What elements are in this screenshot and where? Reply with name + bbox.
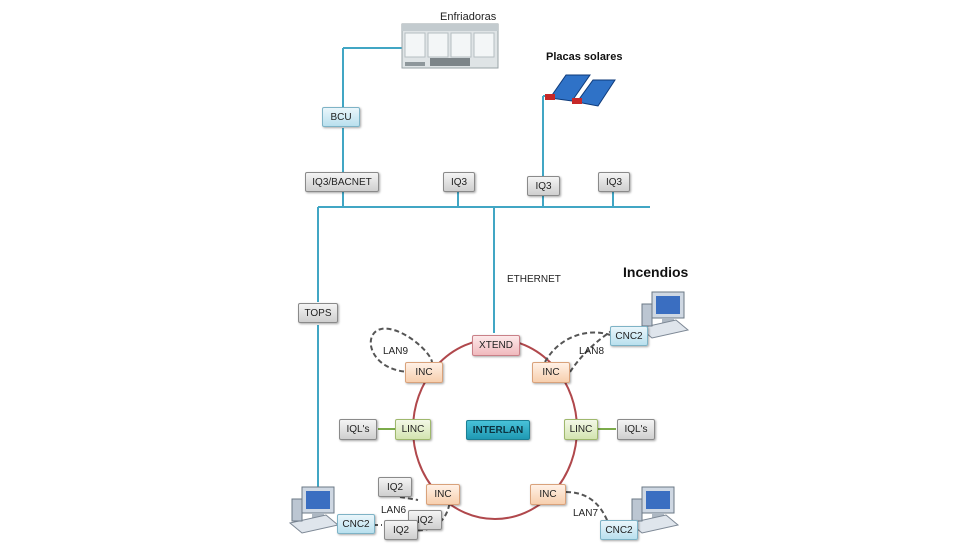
lan9-label: LAN9: [383, 346, 409, 357]
xtend-node[interactable]: XTEND: [472, 335, 520, 356]
computer-workstation-icon: [288, 486, 340, 534]
lan8-label: LAN8: [579, 346, 605, 357]
interlan-node[interactable]: INTERLAN: [466, 420, 530, 440]
iq2-node[interactable]: IQ2: [378, 477, 412, 497]
lan7-label: LAN7: [573, 508, 599, 519]
computer-workstation-icon: [628, 486, 680, 534]
inc-node[interactable]: INC: [532, 362, 570, 383]
ethernet-connections: [317, 47, 650, 512]
linc-node[interactable]: LINC: [395, 419, 431, 440]
lan6-label: LAN6: [381, 505, 407, 516]
iq3-node[interactable]: IQ3: [598, 172, 630, 192]
computer-workstation-icon: [638, 291, 690, 339]
chiller-unit-icon: [401, 23, 499, 69]
iqls-node[interactable]: IQL's: [339, 419, 377, 440]
inc-node[interactable]: INC: [405, 362, 443, 383]
cnc2-node[interactable]: CNC2: [610, 326, 648, 346]
cnc2-node[interactable]: CNC2: [600, 520, 638, 540]
inc-node[interactable]: INC: [530, 484, 566, 505]
iq2-node[interactable]: IQ2: [384, 520, 418, 540]
iq3-bacnet-node[interactable]: IQ3/BACNET: [305, 172, 379, 192]
iq3-node[interactable]: IQ3: [527, 176, 560, 196]
cnc2-node[interactable]: CNC2: [337, 514, 375, 534]
placas-solares-label: Placas solares: [546, 51, 623, 63]
inc-node[interactable]: INC: [426, 484, 460, 505]
linc-node[interactable]: LINC: [564, 419, 598, 440]
enfriadoras-label: Enfriadoras: [440, 11, 497, 23]
incendios-label: Incendios: [623, 264, 689, 280]
iq3-node[interactable]: IQ3: [443, 172, 475, 192]
tops-node[interactable]: TOPS: [298, 303, 338, 323]
bcu-node[interactable]: BCU: [322, 107, 360, 127]
iqls-node[interactable]: IQL's: [617, 419, 655, 440]
solar-panel-icon: [545, 74, 616, 107]
ethernet-label: ETHERNET: [507, 274, 561, 285]
